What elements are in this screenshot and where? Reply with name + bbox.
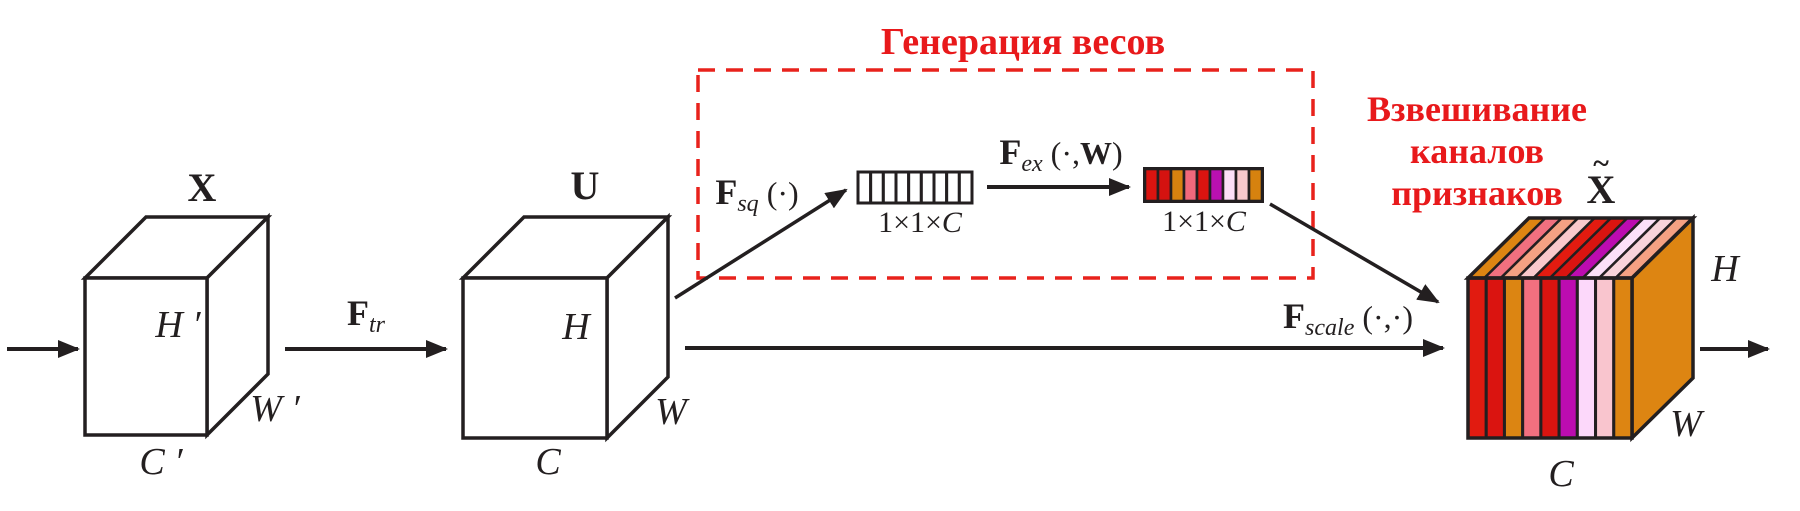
weights-to-cube-arrow [1269, 202, 1440, 304]
squeeze-cell [919, 170, 936, 205]
excite-vector [1143, 167, 1264, 203]
squeeze-cell [957, 170, 974, 205]
input-cube [80, 212, 273, 440]
output-channels-label: C [1548, 453, 1574, 495]
output-width-label: W [1670, 403, 1702, 445]
output-cube-front-slice [1594, 276, 1616, 440]
squeeze-dim-label: 1×1×C [878, 206, 962, 239]
output-cube-front-slice [1557, 276, 1579, 440]
excite-cell [1195, 167, 1212, 203]
input-channels-label: C ′ [139, 441, 183, 483]
squeeze-vector [856, 170, 974, 205]
squeeze-cell [869, 170, 885, 205]
input-height-label: H ′ [155, 304, 201, 346]
output-tensor-label: ~X [1586, 147, 1616, 212]
output-cube [1463, 213, 1698, 443]
fscale-label: Fscale (·,·) [1283, 296, 1413, 341]
excite-cell [1143, 167, 1160, 203]
transformed-channels-label: C [535, 441, 561, 483]
output-cube-front-slice [1521, 276, 1543, 440]
weights-generation-title: Генерация весов [880, 21, 1166, 63]
excite-cell [1247, 167, 1264, 203]
output-cube-front-slice [1466, 276, 1488, 440]
weights-generation-box [696, 68, 1315, 280]
output-cube-front-slice [1575, 276, 1598, 440]
output-cube-front-slice [1539, 276, 1561, 440]
input-width-label: W ′ [250, 388, 300, 430]
output-height-label: H [1711, 248, 1739, 290]
transformed-cube [458, 212, 673, 443]
fex-label: Fex (·,W) [999, 132, 1123, 177]
transformed-width-label: W [655, 391, 687, 433]
input-cube-front-face [83, 276, 209, 437]
ftr-label: Ftr [346, 293, 386, 338]
fsq-arrow [674, 188, 848, 300]
squeeze-cell [881, 170, 898, 205]
squeeze-cell [894, 170, 911, 205]
transformed-height-label: H [562, 306, 590, 348]
input-tensor-label: X [187, 165, 217, 210]
output-cube-front-slice [1484, 276, 1506, 440]
channel-weighting-title: Взвешивание каналов признаков [1367, 89, 1587, 213]
transformed-cube-front-face [461, 276, 609, 440]
excite-cell [1156, 167, 1173, 203]
excite-cell [1182, 167, 1199, 203]
excite-cell [1234, 167, 1251, 203]
transformed-tensor-label: U [570, 163, 600, 208]
excite-cell [1169, 167, 1186, 203]
output-cube-front-slice [1612, 276, 1634, 440]
squeeze-cell [945, 170, 961, 205]
excite-dim-label: 1×1×C [1162, 205, 1246, 238]
output-cube-front-slice [1502, 276, 1525, 440]
squeeze-cell [907, 170, 923, 205]
squeeze-cell [856, 170, 873, 205]
excite-cell [1221, 167, 1238, 203]
output-cube-front-outline [1466, 276, 1634, 440]
squeeze-cell [932, 170, 949, 205]
excite-cell [1208, 167, 1225, 203]
fsq-label: Fsq (·) [715, 172, 799, 217]
tilde-accent: ~ [1593, 147, 1609, 180]
